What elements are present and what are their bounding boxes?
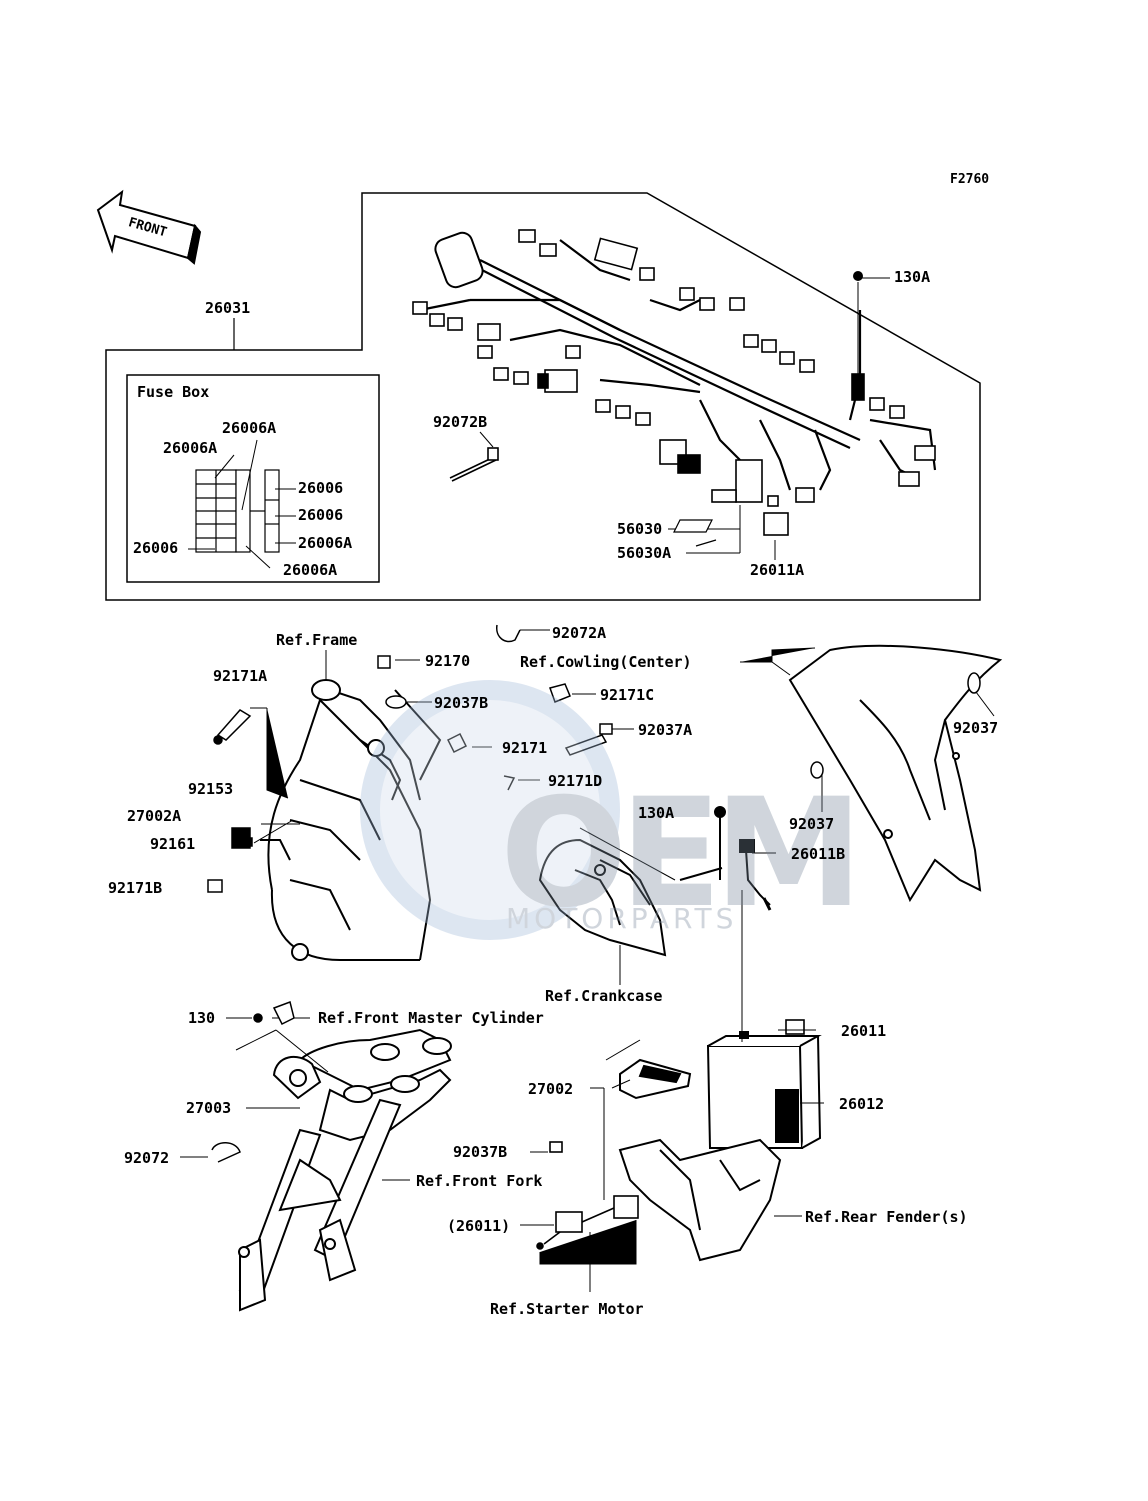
front-fork xyxy=(238,1028,452,1312)
fuse-label-26006A-c: 26006A xyxy=(298,534,353,552)
part-92171: 92171 xyxy=(502,739,548,757)
ecu-27002 xyxy=(619,1058,692,1100)
ref-cowling-center: Ref.Cowling(Center) xyxy=(520,653,692,671)
cowling-center xyxy=(788,644,1003,903)
bottom-leaders xyxy=(520,1029,824,1292)
watermark-small: MOTORPARTS xyxy=(506,902,737,935)
fuse-box-title: Fuse Box xyxy=(137,383,210,401)
part-92037A: 92037A xyxy=(638,721,693,739)
fuse-label-26006A-d: 26006A xyxy=(283,561,338,579)
ref-rear-fender: Ref.Rear Fender(s) xyxy=(805,1208,968,1226)
part-130: 130 xyxy=(188,1009,216,1027)
part-26011A: 26011A xyxy=(750,561,805,579)
fork-leaders xyxy=(180,1017,410,1181)
part-26011: 26011 xyxy=(841,1022,887,1040)
battery-26012 xyxy=(706,1031,822,1149)
part-92171B: 92171B xyxy=(108,879,163,897)
fuse-label-26006A-a: 26006A xyxy=(222,419,277,437)
front-arrow-icon: FRONT xyxy=(96,189,202,265)
part-92171A: 92171A xyxy=(213,667,268,685)
wiring-harness xyxy=(419,239,937,491)
part-92072: 92072 xyxy=(124,1149,170,1167)
cluster-leaders xyxy=(395,629,634,781)
fuse-label-26006-b: 26006 xyxy=(298,506,344,524)
part-92171C: 92171C xyxy=(600,686,655,704)
fuse-label-26006-c: 26006 xyxy=(133,539,179,557)
fuse-box-frame xyxy=(126,374,380,583)
part-92170: 92170 xyxy=(425,652,471,670)
part-26031: 26031 xyxy=(205,299,251,317)
ref-frame: Ref.Frame xyxy=(276,631,358,649)
fuse-grid xyxy=(195,469,280,553)
part-92153: 92153 xyxy=(188,780,234,798)
part-130A-mid: 130A xyxy=(638,804,675,822)
part-92161: 92161 xyxy=(150,835,196,853)
ref-crankcase: Ref.Crankcase xyxy=(545,987,663,1005)
grommets-92037 xyxy=(810,672,981,779)
clips-56030 xyxy=(673,519,717,547)
frame-leaders xyxy=(250,650,327,844)
crankcase-leaders xyxy=(579,827,676,985)
part-26011B: 26011B xyxy=(791,845,846,863)
oem-motorparts-watermark: OEM MOTORPARTS xyxy=(360,680,863,941)
harness-connectors xyxy=(412,229,936,536)
fuse-label-26006A-b: 26006A xyxy=(163,439,218,457)
small-parts-fork xyxy=(211,1001,295,1163)
harness-leaders xyxy=(479,277,890,560)
part-56030A: 56030A xyxy=(617,544,672,562)
harness-frame-outline xyxy=(105,192,981,601)
part-92037-mid: 92037 xyxy=(789,815,835,833)
cable-tie-92072B xyxy=(449,447,499,482)
part-92171D: 92171D xyxy=(548,772,603,790)
battery-tray xyxy=(618,1138,782,1262)
cowling-leaders xyxy=(740,647,995,812)
ignition-switch xyxy=(272,1055,322,1100)
part-92037-right: 92037 xyxy=(953,719,999,737)
watermark-big: OEM xyxy=(500,767,855,941)
part-130A-top: 130A xyxy=(894,268,931,286)
bolt-130A-top xyxy=(853,271,863,281)
part-92037B-bottom: 92037B xyxy=(453,1143,508,1161)
part-27002A: 27002A xyxy=(127,807,182,825)
fuse-label-26006-a: 26006 xyxy=(298,479,344,497)
crankcase xyxy=(538,838,667,957)
harness-cylinder xyxy=(434,231,484,289)
figure-code: F2760 xyxy=(950,172,990,187)
part-26011-paren: (26011) xyxy=(447,1217,511,1235)
ref-front-fork: Ref.Front Fork xyxy=(416,1172,543,1190)
part-56030: 56030 xyxy=(617,520,663,538)
part-92037B-top: 92037B xyxy=(434,694,489,712)
part-27003: 27003 xyxy=(186,1099,232,1117)
part-26012: 26012 xyxy=(839,1095,885,1113)
cable-26011B xyxy=(739,839,776,1030)
part-92072A: 92072A xyxy=(552,624,607,642)
fuse-leaders xyxy=(188,439,296,569)
ref-starter-motor: Ref.Starter Motor xyxy=(490,1300,644,1318)
bolt-130A-mid xyxy=(679,806,726,881)
part-92072B: 92072B xyxy=(433,413,488,431)
ref-front-master-cylinder: Ref.Front Master Cylinder xyxy=(318,1009,544,1027)
part-27002: 27002 xyxy=(528,1080,574,1098)
